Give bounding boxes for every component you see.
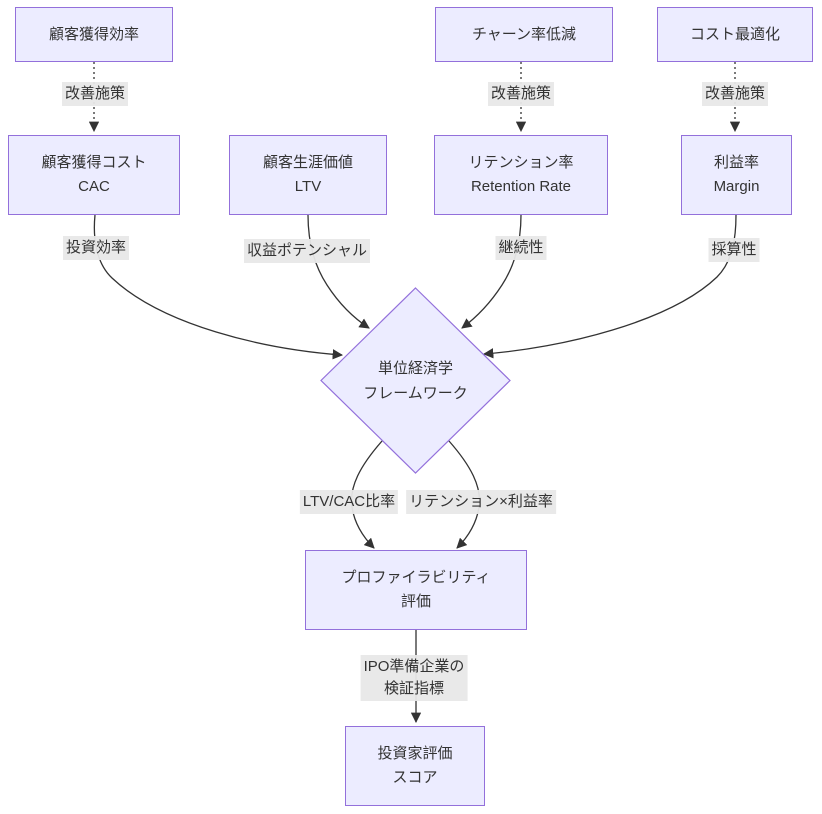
edge-label-ltv-cac-ratio: LTV/CAC比率 — [299, 490, 399, 514]
node-goal-churn: チャーン率低減 — [435, 7, 613, 62]
node-profitability-label-line2: 評価 — [400, 593, 431, 610]
node-investor-label-line1: 投資家評価 — [377, 745, 453, 762]
node-ltv-label-line1: 顧客生涯価値 — [262, 154, 353, 171]
node-cac-label-line1: 顧客獲得コスト — [41, 154, 147, 171]
edge-retention-to-framework — [461, 214, 522, 329]
edge-label-investment-efficiency: 投資効率 — [62, 236, 130, 260]
node-ltv: 顧客生涯価値 LTV — [229, 135, 387, 215]
edge-label-ipo: IPO準備企業の 検証指標 — [360, 655, 468, 701]
node-investor: 投資家評価 スコア — [345, 726, 485, 806]
node-retention-label-line1: リテンション率 — [468, 154, 574, 171]
node-goal-cost: コスト最適化 — [657, 7, 813, 62]
edge-label-continuity: 継続性 — [495, 236, 547, 260]
node-profitability: プロファイラビリティ 評価 — [305, 550, 527, 630]
edge-label-improve-2: 改善施策 — [487, 82, 555, 106]
node-goal-churn-label: チャーン率低減 — [471, 25, 577, 43]
node-framework-shape — [320, 287, 511, 474]
edge-label-improve-1: 改善施策 — [61, 82, 129, 106]
node-margin-label-line2: Margin — [713, 178, 760, 195]
node-framework-label: 単位経済学 フレームワーク — [321, 288, 510, 473]
node-goal-cac-label: 顧客獲得効率 — [48, 25, 139, 43]
edge-label-retention-x-margin: リテンション×利益率 — [406, 490, 556, 514]
node-goal-cac: 顧客獲得効率 — [15, 7, 173, 62]
edge-label-revenue-potential: 収益ポテンシャル — [243, 239, 371, 263]
node-cac: 顧客獲得コスト CAC — [8, 135, 180, 215]
node-retention: リテンション率 Retention Rate — [434, 135, 608, 215]
node-profitability-label-line1: プロファイラビリティ — [341, 569, 491, 586]
node-framework-label-line2: フレームワーク — [363, 384, 468, 402]
edge-label-profitability: 採算性 — [708, 238, 760, 262]
edge-cac-to-framework — [93, 214, 344, 360]
edge-label-ipo-line2: 検証指標 — [383, 680, 444, 697]
node-margin: 利益率 Margin — [681, 135, 792, 215]
node-retention-label-line2: Retention Rate — [470, 178, 572, 195]
node-investor-label-line2: スコア — [392, 769, 438, 786]
edge-label-improve-3: 改善施策 — [701, 82, 769, 106]
node-goal-cost-label: コスト最適化 — [689, 25, 780, 43]
node-cac-label-line2: CAC — [78, 178, 110, 195]
edge-label-ipo-line1: IPO準備企業の — [363, 658, 465, 675]
node-margin-label-line1: 利益率 — [713, 154, 759, 171]
edge-ltv-to-framework — [307, 214, 370, 329]
node-framework-label-line1: 単位経済学 — [377, 359, 453, 377]
node-ltv-label-line2: LTV — [294, 178, 322, 195]
